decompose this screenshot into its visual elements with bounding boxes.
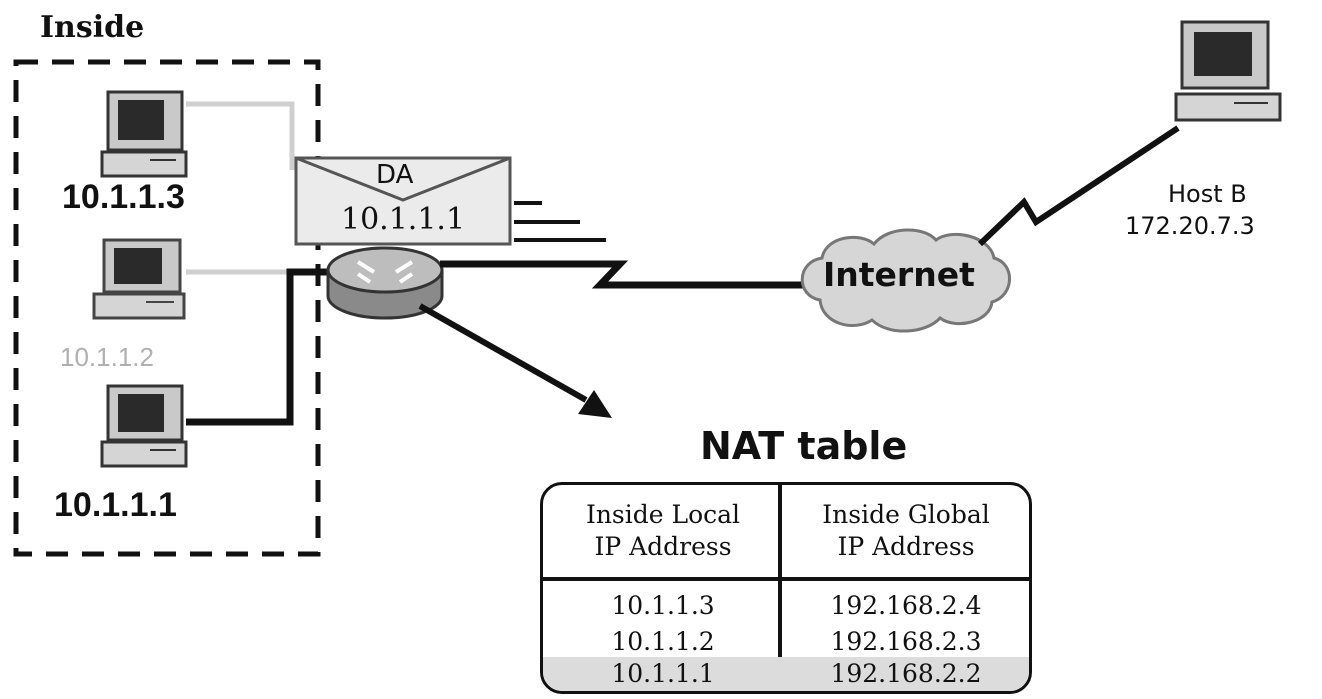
table-cell: 192.168.2.4 [830, 591, 982, 620]
host-label-1: 10.1.1.3 [62, 178, 185, 216]
computer-icon [92, 238, 186, 320]
computer-icon [1174, 20, 1282, 122]
header-divider [543, 577, 1029, 581]
packet-address: 10.1.1.1 [341, 202, 466, 237]
nat-table-title: NAT table [700, 424, 908, 468]
host-b-ip: 172.20.7.3 [1125, 212, 1255, 240]
header-line: Inside Global [822, 500, 990, 529]
packet-envelope [294, 156, 512, 246]
table-cell: 192.168.2.3 [830, 627, 982, 656]
nat-table: Inside Local IP Address 10.1.1.3 10.1.1.… [540, 482, 1032, 694]
header-line: IP Address [594, 532, 732, 561]
table-cell: 10.1.1.3 [611, 591, 715, 620]
header-line: IP Address [837, 532, 975, 561]
inside-label: Inside [40, 10, 145, 45]
column-header: Inside Local IP Address [543, 499, 783, 563]
wan-link [440, 260, 815, 289]
arrow-to-nat-table [418, 303, 612, 418]
link-host-b [977, 125, 1180, 247]
computer-icon [100, 90, 188, 178]
host-label-3: 10.1.1.1 [54, 486, 177, 524]
table-cell-highlighted: 10.1.1.1 [543, 657, 783, 691]
host-label-2: 10.1.1.2 [60, 342, 154, 372]
computer-icon [100, 384, 188, 468]
inside-local-column: Inside Local IP Address 10.1.1.3 10.1.1.… [543, 485, 783, 691]
inside-boundary [13, 59, 321, 557]
inside-global-column: Inside Global IP Address 192.168.2.4 192… [783, 485, 1029, 691]
table-cell: 10.1.1.2 [611, 627, 715, 656]
internet-cloud [800, 228, 1011, 333]
motion-lines [514, 201, 606, 242]
header-line: Inside Local [585, 500, 741, 529]
link-host-3 [186, 268, 335, 426]
router-icon [326, 246, 444, 320]
column-divider [778, 485, 782, 691]
link-host-1 [186, 101, 295, 170]
internet-label: Internet [823, 255, 975, 294]
column-header: Inside Global IP Address [783, 499, 1029, 563]
table-cell-highlighted: 192.168.2.2 [783, 657, 1029, 691]
packet-da-label: DA [376, 160, 414, 190]
host-b-name: Host B [1168, 180, 1247, 208]
